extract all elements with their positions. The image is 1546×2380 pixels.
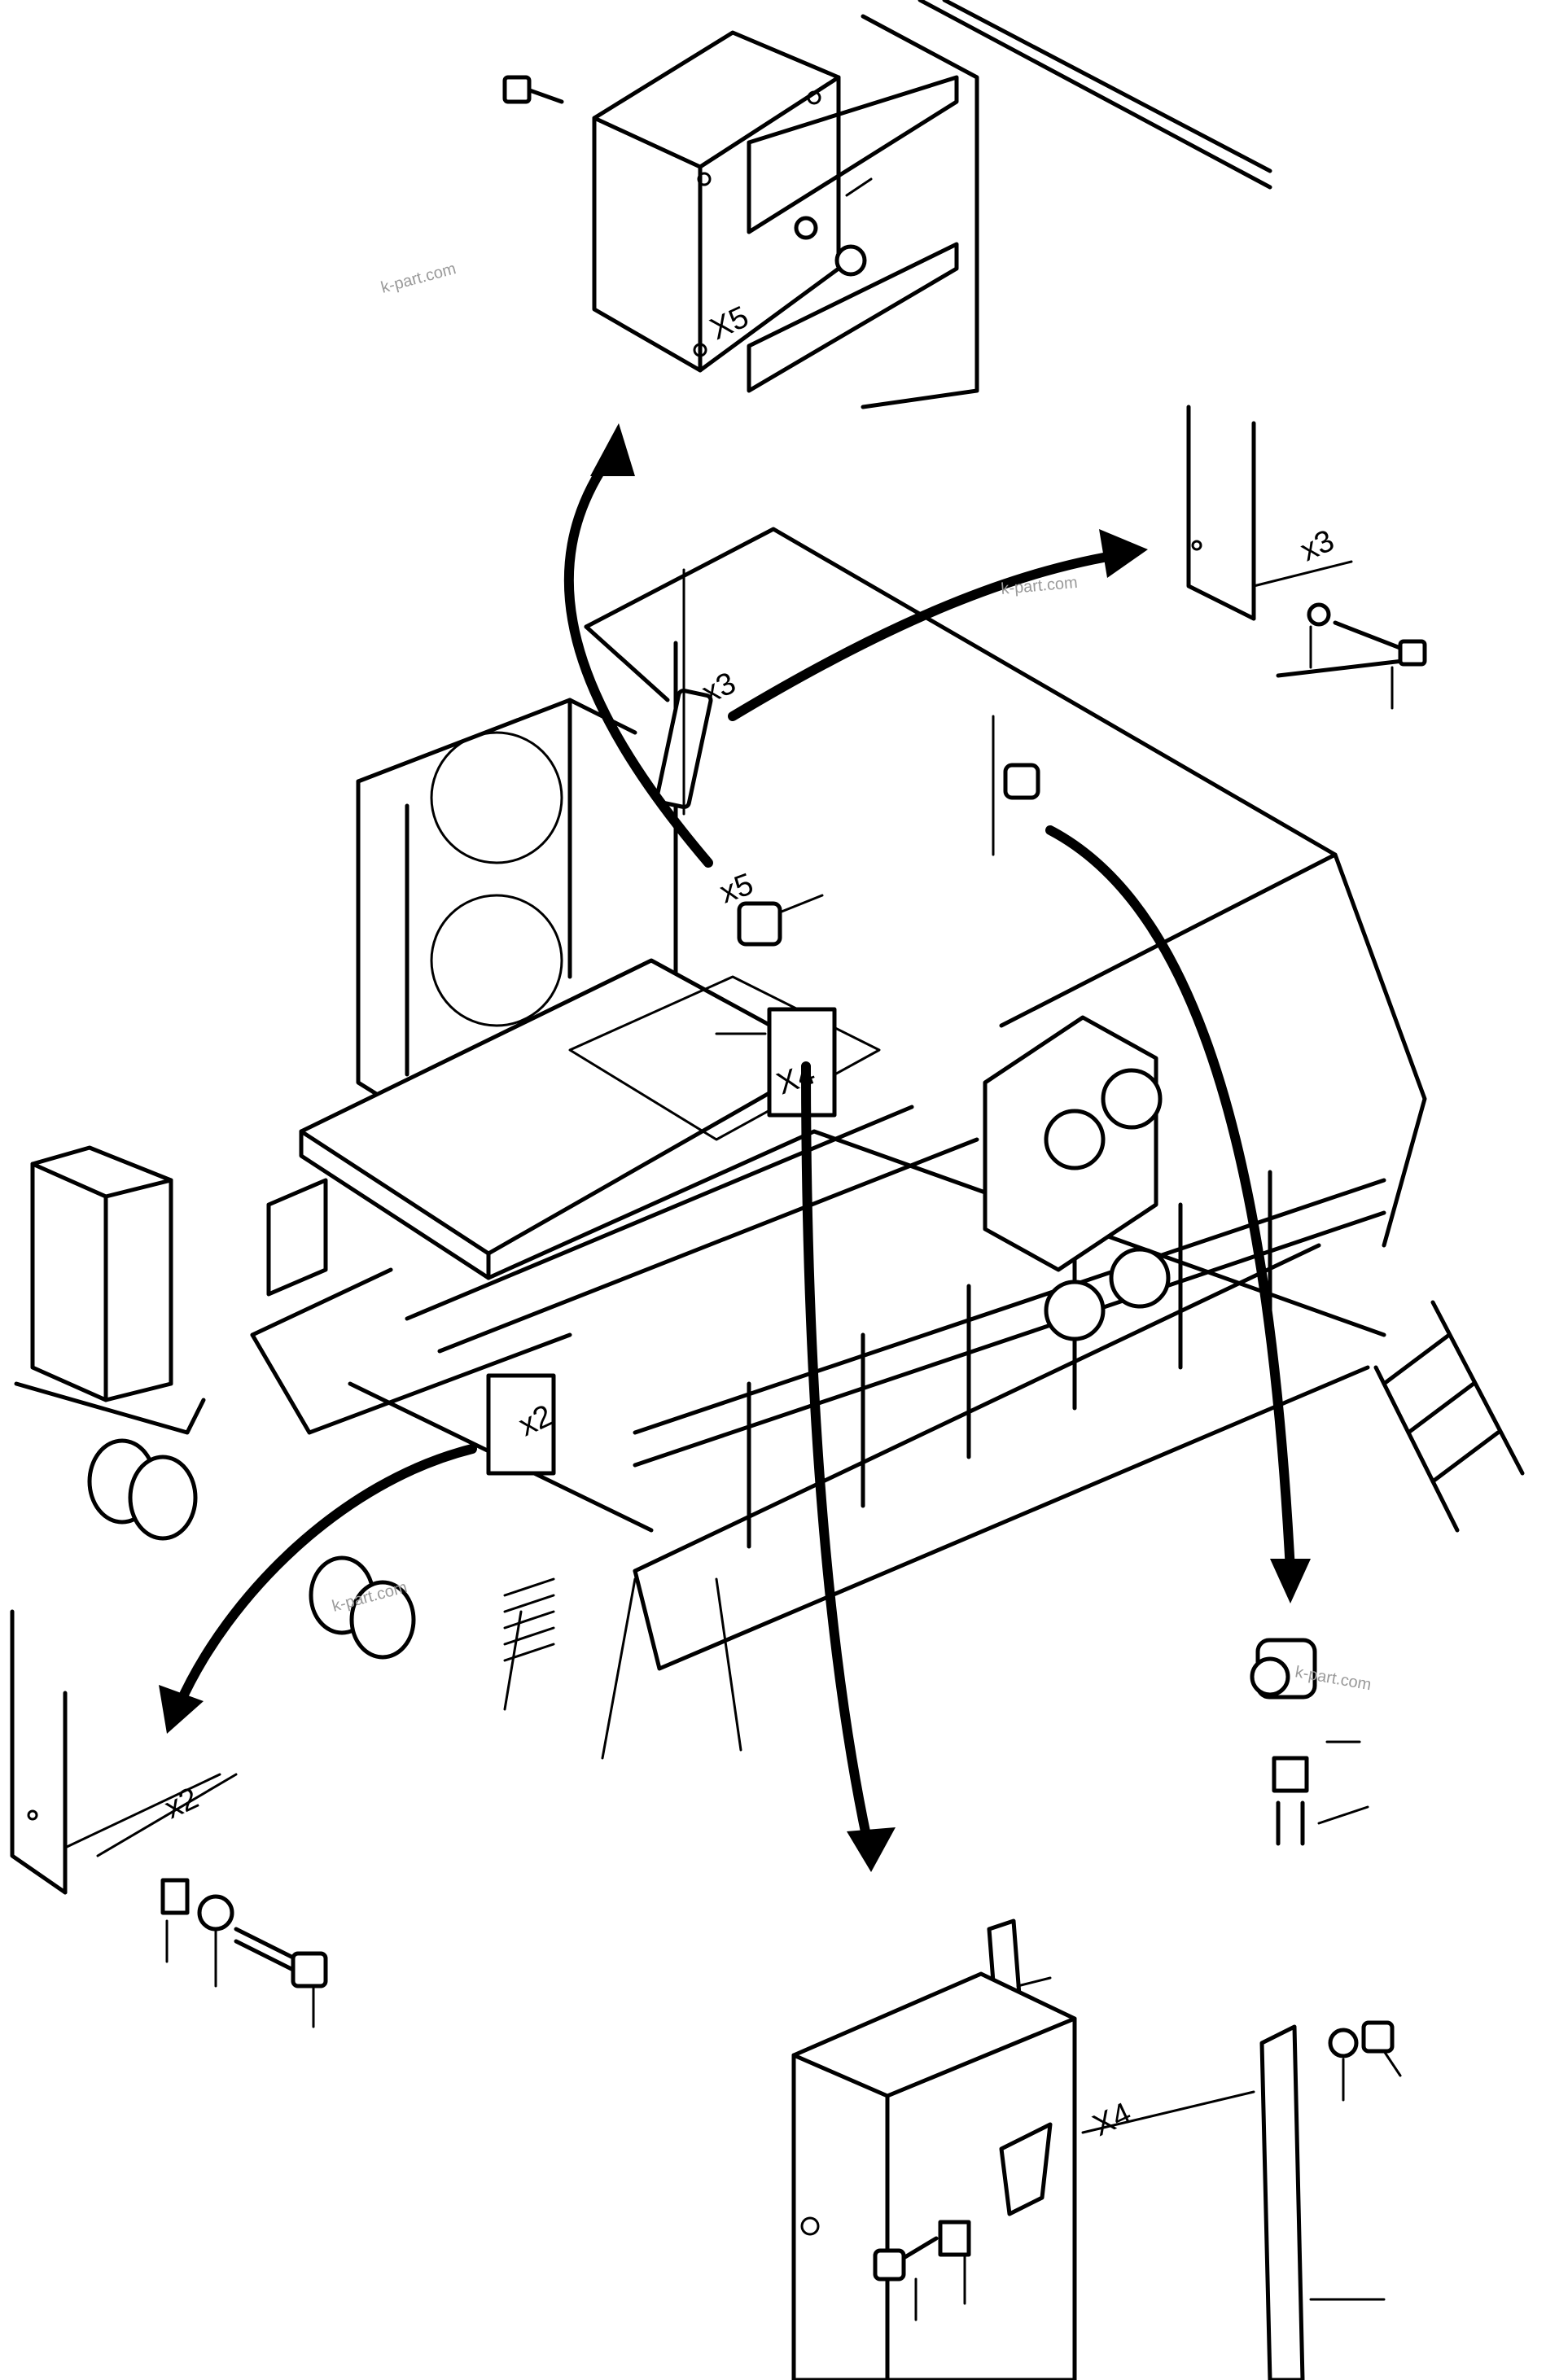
detail-x3 (1186, 405, 1427, 710)
detail-x4-cabinet (791, 1918, 1402, 2380)
leader-lines (503, 568, 1369, 1825)
label-x4-detail: X4 (1088, 2096, 1137, 2143)
detail-plug (1250, 1638, 1317, 1846)
label-x3-detail: x3 (1295, 523, 1339, 568)
detail-x2 (10, 1609, 328, 2028)
watermark: k-part.com (379, 260, 458, 297)
machine-assembly (14, 527, 1525, 1671)
arrows (159, 423, 1311, 1872)
label-x2-detail: x2 (160, 1781, 204, 1826)
detail-x5-junction-box (502, 0, 1272, 409)
